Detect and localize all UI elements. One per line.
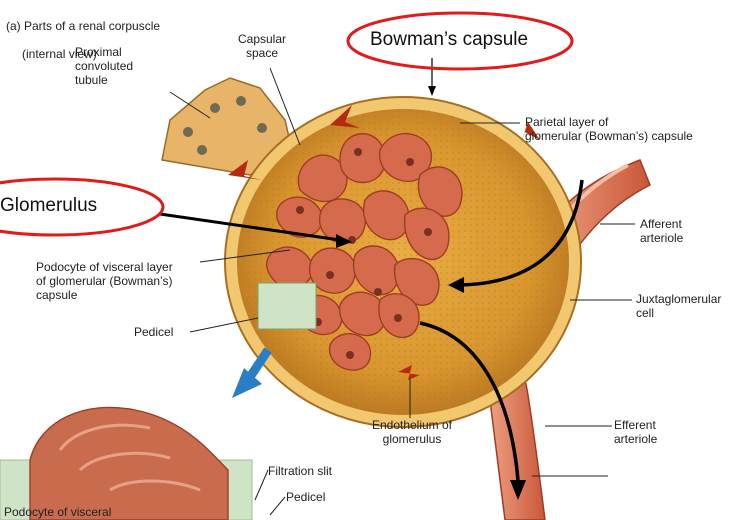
parietal-layer-label: Parietal layer of glomerular (Bowman’s) … bbox=[525, 115, 693, 143]
efferent-arteriole-label: Efferent arteriole bbox=[614, 418, 657, 446]
glomerulus-highlight-label: Glomerulus bbox=[0, 195, 97, 217]
proximal-tubule-label: Proximal convoluted tubule bbox=[75, 45, 133, 87]
capsular-space-label: Capsular space bbox=[232, 32, 292, 60]
bowmans-capsule-highlight-label: Bowman’s capsule bbox=[370, 29, 528, 51]
endothelium-label: Endothelium of glomerulus bbox=[362, 418, 462, 446]
pedicel-inset-label: Pedicel bbox=[286, 490, 325, 504]
blue-direction-arrow bbox=[232, 350, 268, 398]
afferent-arteriole-label: Afferent arteriole bbox=[640, 217, 683, 245]
juxtaglomerular-cell-label: Juxtaglomerular cell bbox=[636, 292, 721, 320]
podocyte-visceral-label: Podocyte of visceral layer of glomerular… bbox=[36, 260, 173, 302]
pedicel-label: Pedicel bbox=[134, 325, 173, 339]
podocyte-detail-illustration bbox=[0, 407, 285, 520]
podocyte-inset-label: Podocyte of visceral bbox=[4, 505, 111, 519]
pedicel-highlight-box bbox=[258, 283, 316, 329]
bowmans-capsule-pointer-arrowhead bbox=[428, 86, 436, 96]
figure-heading-line1: (a) Parts of a renal corpuscle bbox=[6, 19, 160, 33]
filtration-slit-label: Filtration slit bbox=[268, 464, 332, 478]
